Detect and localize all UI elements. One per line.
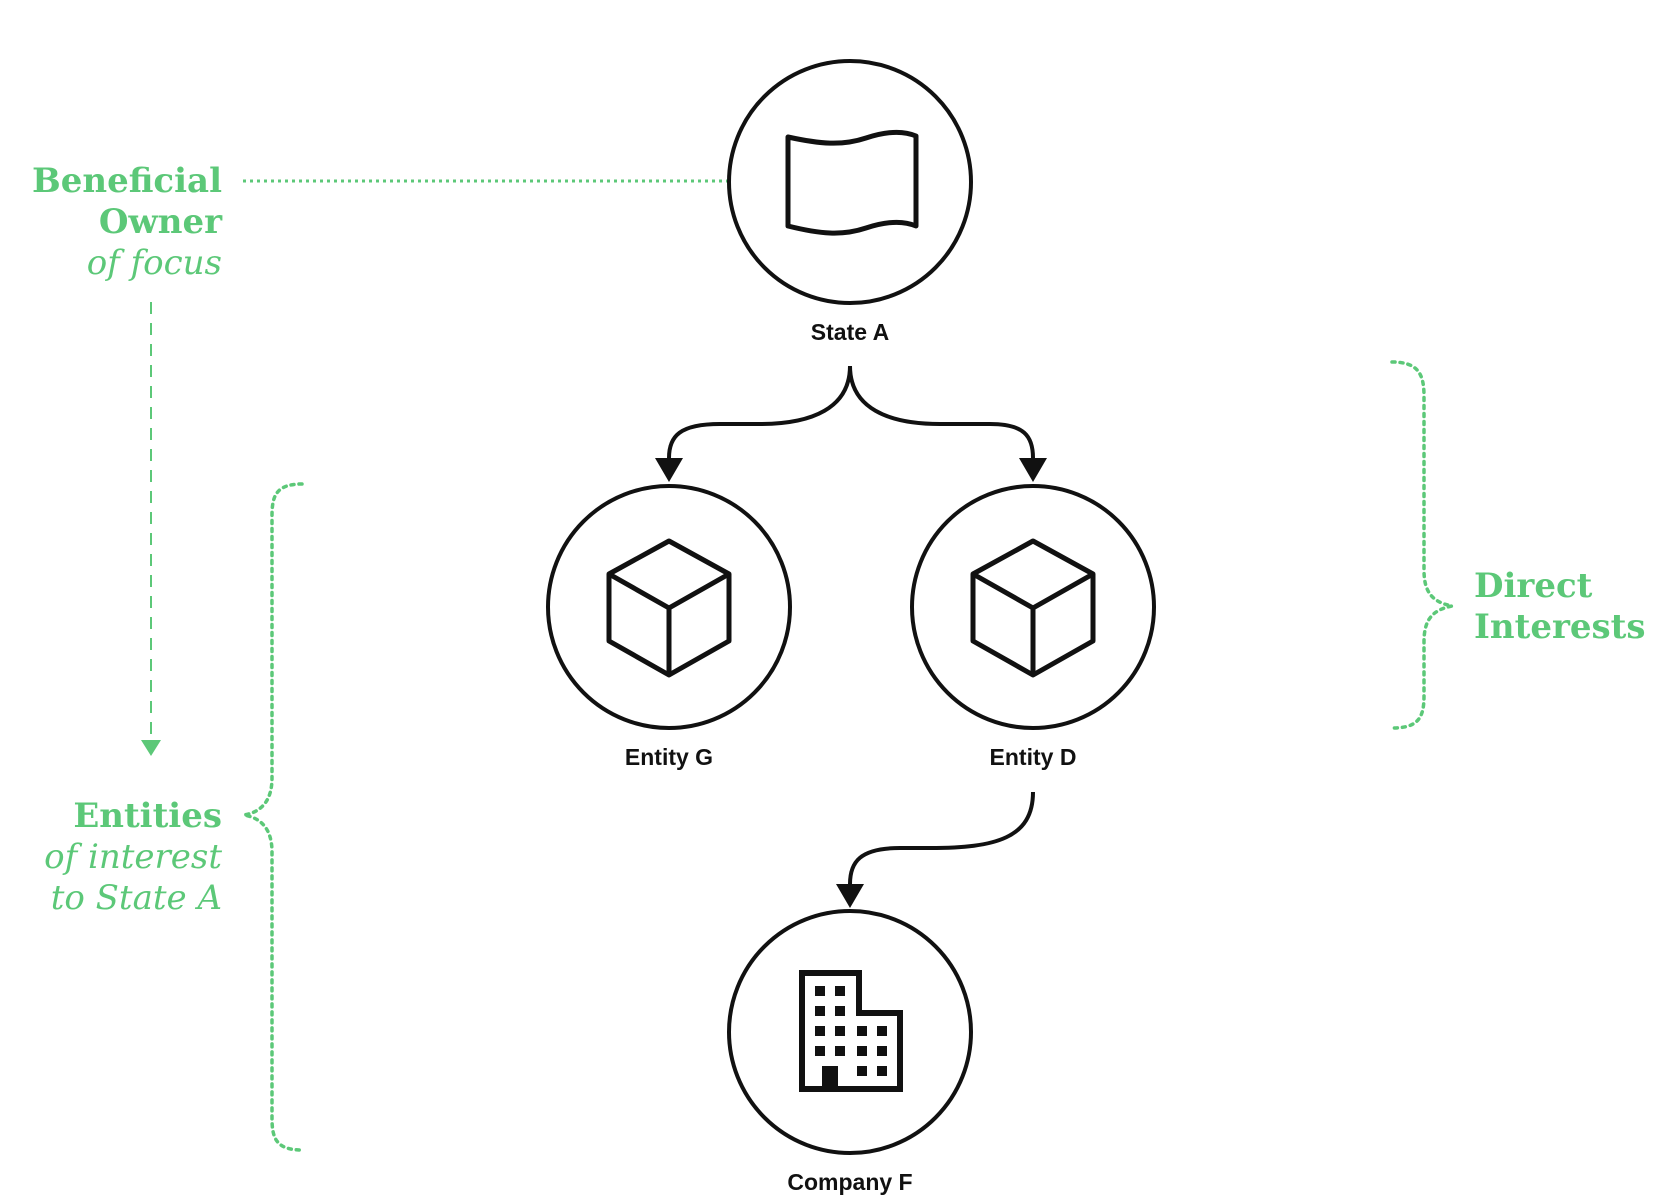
arrowhead-company-f (836, 884, 864, 908)
entities-brace (243, 482, 304, 1152)
cube-icon (970, 538, 1096, 678)
node-state-a-label: State A (811, 319, 889, 345)
direct-interests-line1: Direct (1474, 566, 1593, 606)
node-company-f-label: Company F (787, 1169, 912, 1195)
beneficial-owner-title-line1: Beneficial (32, 161, 222, 201)
node-company-f-circle (727, 909, 973, 1155)
node-state-a[interactable]: State A (727, 59, 973, 345)
edge-entity-d-to-company-f (848, 791, 1035, 885)
building-icon (799, 970, 903, 1092)
node-company-f[interactable]: Company F (727, 909, 973, 1195)
direct-interests-brace (1390, 360, 1453, 730)
arrowhead-entity-d (1019, 458, 1047, 482)
node-entity-d-label: Entity D (990, 744, 1077, 770)
cube-icon (606, 538, 732, 678)
entities-subtitle-line1: of interest (44, 837, 222, 877)
beneficial-owner-annotation: Beneficial Owner of focus (32, 161, 223, 283)
entities-subtitle-line2: to State A (51, 878, 222, 918)
edge-state-a-to-entity-d (848, 365, 1035, 459)
direct-interests-line2: Interests (1474, 607, 1646, 647)
beneficial-owner-title-line2: Owner (99, 202, 223, 242)
beneficial-owner-subtitle: of focus (87, 243, 222, 283)
focus-down-arrow (141, 302, 161, 756)
node-entity-g[interactable]: Entity G (546, 484, 792, 770)
flag-icon (785, 129, 919, 236)
entities-title: Entities (73, 796, 222, 836)
entities-of-interest-annotation: Entities of interest to State A (44, 796, 222, 918)
node-state-a-circle (727, 59, 973, 305)
node-entity-g-label: Entity G (625, 744, 713, 770)
edge-state-a-to-entity-g (667, 365, 852, 459)
direct-interests-annotation: Direct Interests (1474, 566, 1646, 647)
arrowhead-entity-g (655, 458, 683, 482)
node-entity-d[interactable]: Entity D (910, 484, 1156, 770)
